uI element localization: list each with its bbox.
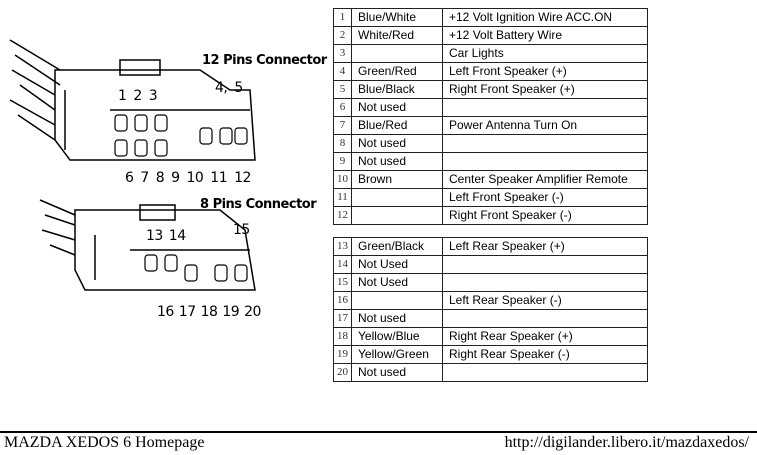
pin-number: 1: [333, 8, 352, 27]
wire-function: [442, 363, 648, 382]
table-row: 12 Right Front Speaker (-): [333, 206, 648, 225]
wire-function: +12 Volt Battery Wire: [442, 26, 648, 45]
pin-number: 20: [333, 363, 352, 382]
wire-function: Power Antenna Turn On: [442, 116, 648, 135]
wire-function: [442, 98, 648, 117]
wire-color: Not used: [351, 134, 443, 153]
pin-number: 15: [333, 273, 352, 292]
pin-numbers-4-5: 4, 5: [215, 80, 243, 96]
pin-numbers-1-3: 1 2 3: [118, 88, 158, 104]
wire-color: Blue/Red: [351, 116, 443, 135]
footer-divider: [0, 431, 757, 433]
pin-numbers-13-14: 13 14: [146, 228, 186, 244]
pin-number: 9: [333, 152, 352, 171]
wire-function: Right Front Speaker (+): [442, 80, 648, 99]
wire-color: Not Used: [351, 255, 443, 274]
wire-color: Yellow/Green: [351, 345, 443, 364]
wire-function: Left Rear Speaker (-): [442, 291, 648, 310]
pin-number: 19: [333, 345, 352, 364]
pin-numbers-6-12: 6 7 8 9 10 11 12: [125, 170, 251, 186]
wire-color: Not used: [351, 152, 443, 171]
table-row: 16 Left Rear Speaker (-): [333, 291, 648, 310]
wire-function: [442, 152, 648, 171]
pin-number: 7: [333, 116, 352, 135]
wire-function: [442, 255, 648, 274]
wire-color: [351, 44, 443, 63]
wire-color: Not used: [351, 363, 443, 382]
wire-function: [442, 134, 648, 153]
pin-number: 2: [333, 26, 352, 45]
wire-function: Car Lights: [442, 44, 648, 63]
pin-number: 14: [333, 255, 352, 274]
connector-drawing: [9, 39, 256, 291]
footer-url[interactable]: http://digilander.libero.it/mazdaxedos/: [504, 434, 749, 451]
wire-function: Left Front Speaker (-): [442, 188, 648, 207]
wire-color: White/Red: [351, 26, 443, 45]
wire-color: Blue/Black: [351, 80, 443, 99]
wire-color: [351, 206, 443, 225]
wire-function: [442, 309, 648, 328]
pin-number: 17: [333, 309, 352, 328]
pin-number: 11: [333, 188, 352, 207]
wire-color: Not used: [351, 98, 443, 117]
wire-function: Right Front Speaker (-): [442, 206, 648, 225]
pin-number: 16: [333, 291, 352, 310]
pin-number: 12: [333, 206, 352, 225]
12-pins-connector-label: 12 Pins Connector: [202, 53, 327, 68]
pin-number: 6: [333, 98, 352, 117]
connector-diagram: 12 Pins Connector 8 Pins Connector 1 2 3…: [0, 0, 330, 330]
wire-function: Center Speaker Amplifier Remote: [442, 170, 648, 189]
table-row: 11 Left Front Speaker (-): [333, 188, 648, 207]
wire-function: Left Rear Speaker (+): [442, 237, 648, 256]
pin-number: 5: [333, 80, 352, 99]
table-row: 3 Car Lights: [333, 44, 648, 63]
pin-number: 10: [333, 170, 352, 189]
pin-number: 13: [333, 237, 352, 256]
wire-color: Not Used: [351, 273, 443, 292]
wire-function: Left Front Speaker (+): [442, 62, 648, 81]
pin-number: 8: [333, 134, 352, 153]
wire-color: Yellow/Blue: [351, 327, 443, 346]
wire-function: Right Rear Speaker (-): [442, 345, 648, 364]
pin-numbers-16-20: 16 17 18 19 20: [157, 304, 261, 320]
wire-color: Green/Black: [351, 237, 443, 256]
8-pins-connector-label: 8 Pins Connector: [200, 197, 317, 212]
pin-number-15: 15: [233, 222, 250, 238]
wire-color: Green/Red: [351, 62, 443, 81]
pin-number: 4: [333, 62, 352, 81]
wire-function: Right Rear Speaker (+): [442, 327, 648, 346]
pin-number: 18: [333, 327, 352, 346]
wire-color: Blue/White: [351, 8, 443, 27]
wire-function: [442, 273, 648, 292]
footer-site-name: MAZDA XEDOS 6 Homepage: [4, 434, 205, 451]
wire-function: +12 Volt Ignition Wire ACC.ON: [442, 8, 648, 27]
wire-color: [351, 188, 443, 207]
wire-color: [351, 291, 443, 310]
wire-color: Not used: [351, 309, 443, 328]
pin-number: 3: [333, 44, 352, 63]
wire-color: Brown: [351, 170, 443, 189]
